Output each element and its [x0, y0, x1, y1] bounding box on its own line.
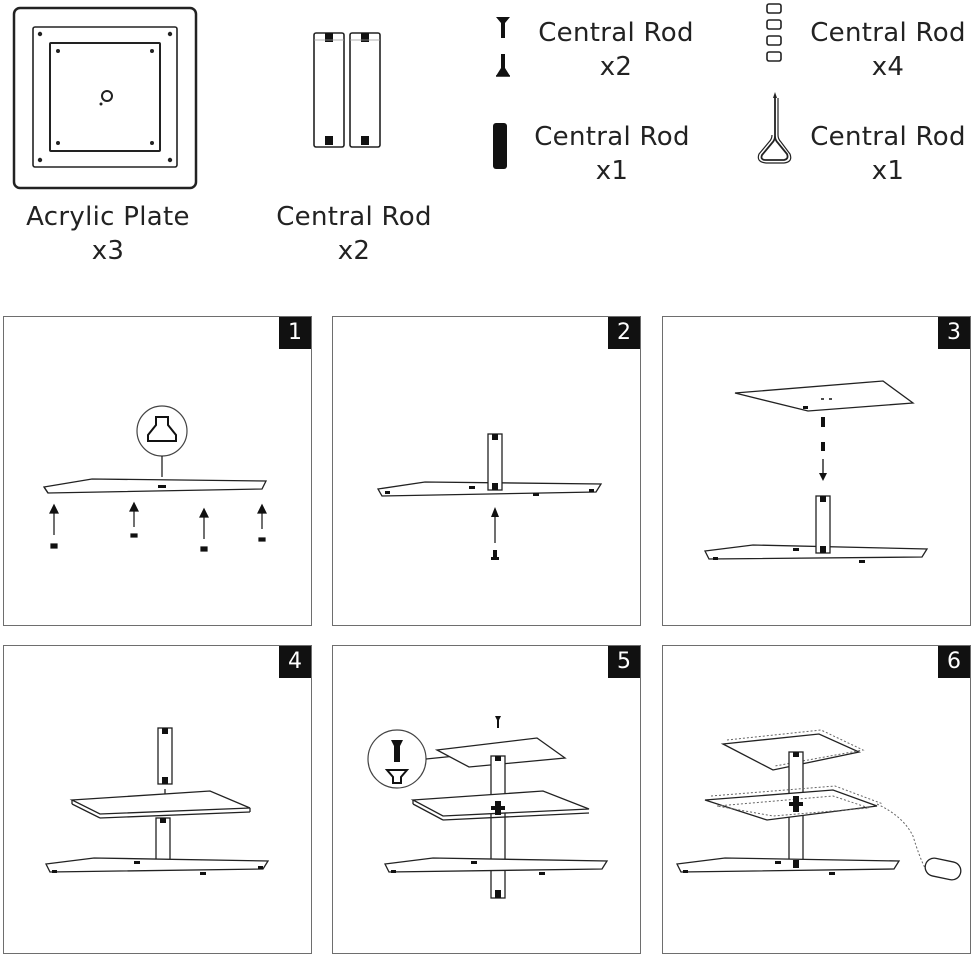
part-qty: x4: [871, 52, 905, 82]
part-name: Central Rod: [538, 18, 694, 48]
step-5-panel: 5: [332, 645, 641, 954]
part-central-rod-b-label: Central Rod x2: [516, 16, 716, 84]
step-number-badge: 6: [938, 646, 970, 678]
step-4-panel: 4: [3, 645, 312, 954]
part-name: Central Rod: [810, 122, 966, 152]
short-rod-icon: [493, 123, 507, 169]
step-number-badge: 5: [608, 646, 640, 678]
rubber-feet-icon: [766, 3, 782, 62]
part-qty: x2: [337, 236, 371, 266]
part-qty: x1: [871, 156, 905, 186]
part-name: Central Rod: [810, 18, 966, 48]
step-number-badge: 4: [279, 646, 311, 678]
part-central-rod-a-label: Central Rod x2: [256, 200, 452, 268]
step-5-diagram: [367, 716, 609, 899]
part-qty: x1: [595, 156, 629, 186]
screw-icon: [496, 17, 510, 77]
step-3-panel: 3: [662, 316, 971, 626]
step-number-badge: 2: [608, 317, 640, 349]
hook-icon: [757, 92, 792, 164]
part-central-rod-d-label: Central Rod x1: [512, 120, 712, 188]
part-name: Acrylic Plate: [26, 202, 190, 232]
step-1-panel: 1: [3, 316, 312, 626]
step-6-diagram: [676, 729, 962, 881]
part-qty: x2: [599, 52, 633, 82]
part-name: Central Rod: [276, 202, 432, 232]
step-number-badge: 1: [279, 317, 311, 349]
part-qty: x3: [91, 236, 125, 266]
step-number-badge: 3: [938, 317, 970, 349]
central-rod-pair-illustration: [313, 32, 381, 148]
step-1-diagram: [42, 405, 268, 552]
step-6-panel: 6: [662, 645, 971, 954]
part-name: Central Rod: [534, 122, 690, 152]
part-acrylic-plate-label: Acrylic Plate x3: [10, 200, 206, 268]
acrylic-plate-illustration: [12, 6, 198, 190]
part-central-rod-c-label: Central Rod x4: [790, 16, 974, 84]
step-2-diagram: [376, 433, 603, 560]
part-central-rod-e-label: Central Rod x1: [790, 120, 974, 188]
step-2-panel: 2: [332, 316, 641, 626]
step-4-diagram: [45, 727, 270, 875]
step-3-diagram: [704, 380, 929, 563]
